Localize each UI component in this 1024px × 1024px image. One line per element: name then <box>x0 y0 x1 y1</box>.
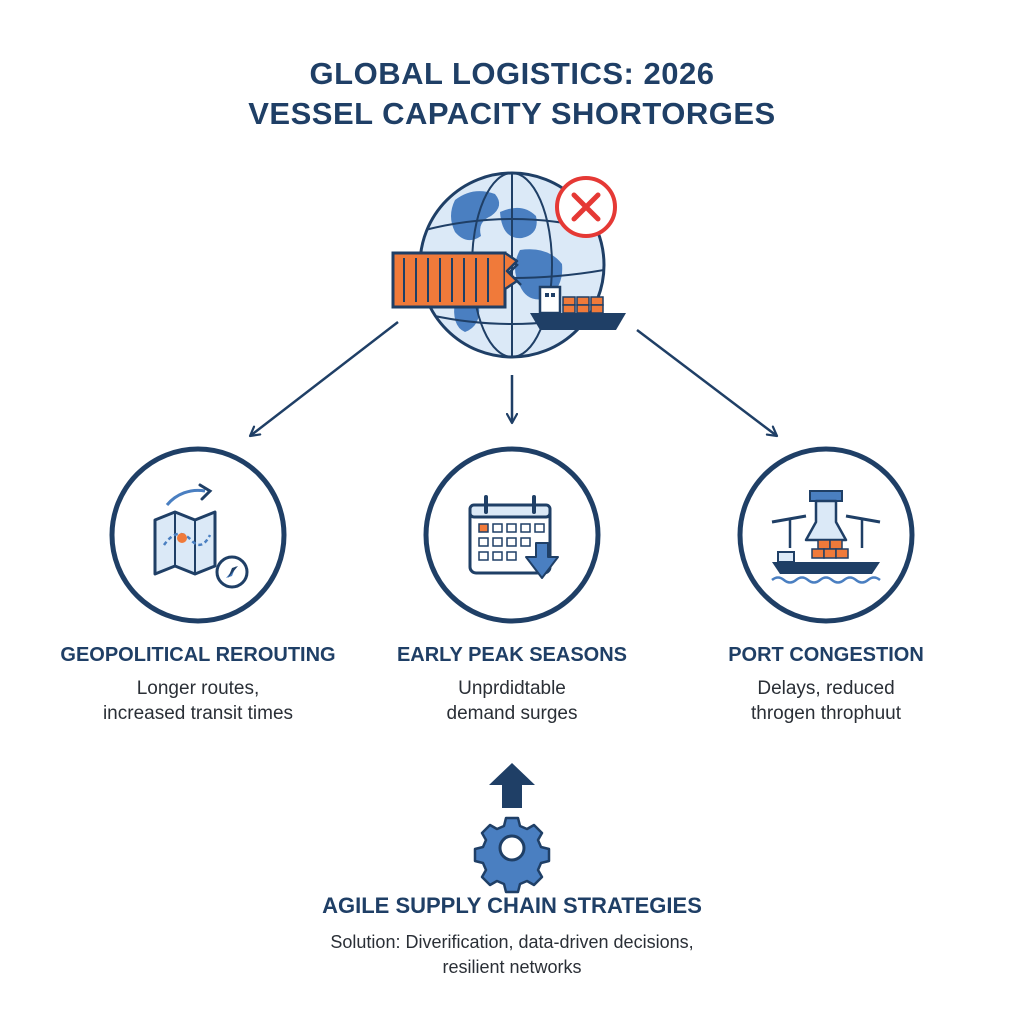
cause-desc-port-congestion: Delays, reduced throgen throphuut <box>656 676 996 726</box>
port-congestion-circle <box>737 446 915 624</box>
peak-seasons-circle <box>423 446 601 624</box>
arrow-to-port-congestion <box>636 329 777 436</box>
cause-desc-port-congestion-line-2: throgen throphuut <box>750 703 901 724</box>
gear-icon <box>473 816 551 894</box>
arrow-to-rerouting <box>250 321 399 436</box>
cause-label-rerouting: GEOPOLITICAL REROUTING <box>60 644 336 666</box>
solution-desc-line-2: resilient networks <box>442 957 582 977</box>
cause-desc-peak-seasons-line-1: Unprdidtable <box>458 678 566 699</box>
cause-label-port-congestion: PORT CONGESTION <box>728 644 924 666</box>
cause-desc-rerouting-line-1: Longer routes, <box>136 678 260 699</box>
solution-desc-line-1: Solution: Diverification, data-driven de… <box>330 932 694 952</box>
title-line-2: VESSEL CAPACITY SHORTORGES <box>248 96 776 131</box>
rerouting-circle <box>109 446 287 624</box>
cause-desc-peak-seasons: Unprdidtable demand surges <box>342 676 682 726</box>
cause-desc-peak-seasons-line-2: demand surges <box>446 703 578 724</box>
solution-title: AGILE SUPPLY CHAIN STRATEGIES <box>322 893 702 918</box>
cause-desc-rerouting: Longer routes, increased transit times <box>28 676 368 726</box>
cause-desc-port-congestion-line-1: Delays, reduced <box>757 678 895 699</box>
solution-desc: Solution: Diverification, data-driven de… <box>0 930 1024 980</box>
cause-label-peak-seasons: EARLY PEAK SEASONS <box>396 644 628 666</box>
cargo-ship-icon <box>530 285 626 330</box>
cause-desc-rerouting-line-2: increased transit times <box>102 703 294 724</box>
map-reroute-icon <box>153 483 249 589</box>
diagram-title: GLOBAL LOGISTICS: 2026 VESSEL CAPACITY S… <box>0 54 1024 134</box>
calendar-down-icon <box>468 495 559 579</box>
port-cranes-icon <box>771 490 881 584</box>
error-x-icon <box>555 176 617 238</box>
up-arrow-icon <box>489 763 535 808</box>
title-line-1: GLOBAL LOGISTICS: 2026 <box>309 56 715 91</box>
shipping-container-icon <box>391 251 519 309</box>
